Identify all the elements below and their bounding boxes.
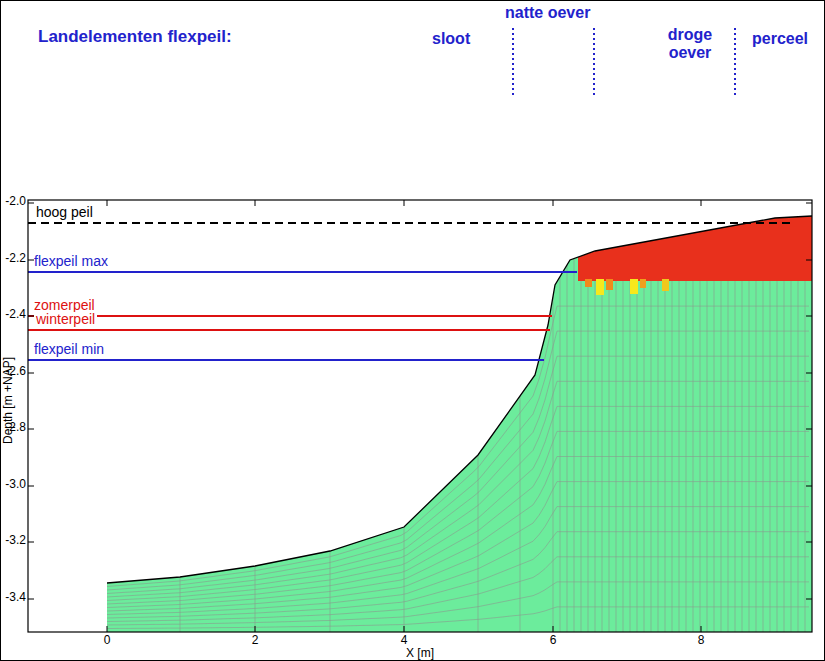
hoog-peil-line [28,222,790,224]
flexpeil-min-line [28,359,544,361]
tick-label: -3.2 [0,534,26,547]
tick-label: -3.4 [0,591,26,604]
tick-label: -3.0 [0,478,26,491]
zone-label: sloot [432,30,470,48]
level-label: winterpeil [34,312,97,327]
axis-title: X [m] [406,647,434,660]
tick-label: -2.2 [0,252,26,265]
zone-label: natte oever [505,4,590,22]
tick-label: -2.4 [0,308,26,321]
level-label: hoog peil [34,205,95,220]
dry-zone [578,216,812,295]
tick-label: 2 [252,634,259,647]
tick-label: 0 [104,634,111,647]
plot-frame [28,200,812,632]
axis-ticks [28,200,812,632]
zone-label: perceel [752,30,808,48]
tick-label: 8 [698,634,705,647]
level-label: flexpeil min [34,342,104,357]
tick-label: 4 [401,634,408,647]
zone-label: droge oever [650,26,730,61]
tick-label: -2.0 [0,195,26,208]
level-label: flexpeil max [34,254,108,269]
chart-title: Landelementen flexpeil: [38,28,232,47]
soil [107,216,812,632]
tick-label: 6 [550,634,557,647]
axis-title: Depth [m +NAP] [2,356,15,443]
zomerpeil-line [28,315,552,317]
flexpeil-max-line [28,271,577,273]
winterpeil-line [28,329,550,331]
